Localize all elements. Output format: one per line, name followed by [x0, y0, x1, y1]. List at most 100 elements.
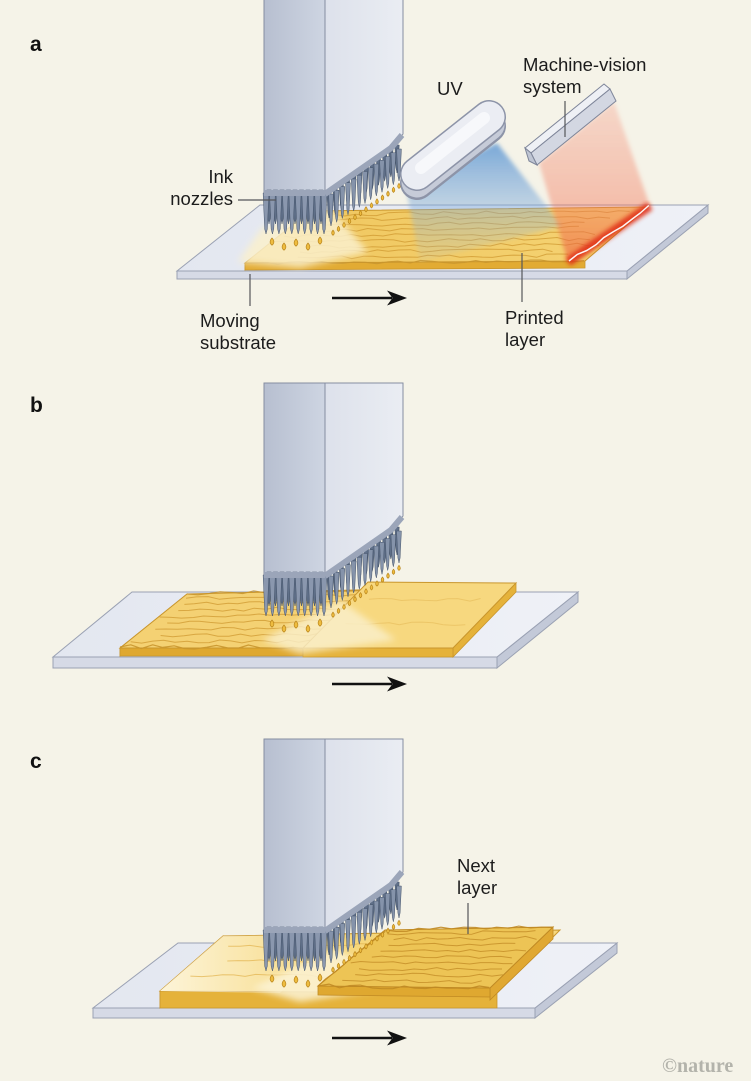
- texture-line: [380, 949, 527, 953]
- nozzle-pin: [379, 897, 385, 930]
- ink-droplet: [269, 619, 275, 628]
- ink-droplet: [364, 206, 368, 213]
- uv-lamp: [400, 100, 506, 200]
- ink-droplet: [331, 229, 335, 236]
- texture-line: [355, 972, 503, 978]
- ink-droplet: [347, 599, 352, 607]
- nozzle-pin: [396, 885, 402, 919]
- ink-droplet: [305, 979, 311, 988]
- ink-droplet: [353, 214, 357, 221]
- ink-droplet: [281, 979, 287, 988]
- print-head-b: [263, 382, 404, 579]
- ink-droplet: [375, 935, 379, 942]
- ink-droplet: [364, 588, 368, 595]
- next-layer-label-line1: Next: [457, 855, 495, 876]
- ink-droplet: [269, 974, 275, 983]
- arrow-head: [387, 676, 407, 692]
- nozzle-pin: [373, 900, 379, 934]
- ink-droplet: [386, 927, 390, 934]
- nozzle-pin: [351, 560, 357, 594]
- texture-line: [368, 598, 481, 602]
- ink-nozzles-label-line2: nozzles: [170, 188, 233, 209]
- nozzle-pin: [362, 908, 368, 941]
- print-head-c: [263, 738, 404, 934]
- moving-substrate-label-line1: Moving: [200, 310, 260, 331]
- ink-droplet: [375, 580, 379, 587]
- ink-droplet: [293, 238, 299, 247]
- nozzle-pin: [356, 175, 362, 208]
- substrate-front-face: [52, 656, 498, 669]
- texture-line: [384, 925, 554, 933]
- ink-droplets-a: [269, 182, 401, 251]
- ink-droplet: [331, 611, 335, 618]
- ink-droplet: [336, 607, 341, 614]
- ink-droplet: [293, 620, 299, 629]
- machine-vision-bar: [524, 83, 617, 167]
- texture-line: [393, 935, 537, 942]
- ink-droplet: [369, 584, 374, 591]
- nature-watermark: ©nature: [662, 1055, 733, 1077]
- ink-droplet: [331, 966, 335, 973]
- ink-droplet: [342, 221, 346, 228]
- machine-vision-label-line1: Machine-vision: [523, 54, 646, 75]
- nozzle-pin: [390, 534, 396, 567]
- moving-substrate-label-line2: substrate: [200, 332, 276, 353]
- nozzle-pin: [351, 178, 357, 212]
- ink-droplet: [364, 943, 368, 950]
- print-head-left-face: [263, 382, 326, 579]
- ink-droplet: [342, 603, 346, 610]
- nozzle-pin: [339, 568, 345, 601]
- substrate-front-face: [92, 1007, 536, 1019]
- ink-droplet: [391, 568, 396, 575]
- ink-droplet: [358, 210, 363, 217]
- next-layer-label-line2: layer: [457, 877, 497, 898]
- nozzle-plate-b: [264, 515, 405, 579]
- ink-droplet: [269, 237, 275, 246]
- nozzle-pin: [334, 572, 340, 605]
- substrate-front-face: [176, 270, 628, 280]
- ink-droplet: [336, 962, 341, 969]
- nozzle-pin: [328, 575, 334, 609]
- ink-droplet: [281, 624, 287, 633]
- nozzle-pin: [328, 193, 334, 227]
- nozzle-pin: [396, 530, 402, 564]
- nozzle-pin: [368, 549, 374, 582]
- next-layer-texture: [342, 930, 537, 984]
- panel-b: b: [30, 382, 580, 692]
- ink-droplet: [397, 919, 401, 926]
- ink-droplet: [317, 973, 323, 982]
- next-layer-c: [316, 925, 555, 1001]
- ink-droplet: [380, 194, 385, 201]
- texture-line: [317, 983, 490, 990]
- nozzle-pin: [356, 557, 362, 590]
- print-head-a: [263, 0, 404, 197]
- nozzle-pin: [385, 156, 391, 189]
- ink-droplet: [336, 225, 341, 232]
- ink-droplet: [380, 931, 385, 938]
- texture-line: [184, 600, 357, 605]
- texture-line: [388, 942, 516, 947]
- arrow-head: [387, 290, 407, 306]
- texture-line: [568, 204, 650, 262]
- nozzle-pin: [385, 538, 391, 571]
- texture-line: [387, 930, 536, 936]
- ink-droplet: [391, 923, 396, 930]
- ink-droplet: [386, 572, 390, 579]
- panel-a-letter: a: [30, 33, 42, 56]
- ink-droplet: [317, 618, 323, 627]
- wet-ink-glow: [262, 600, 396, 654]
- nozzle-pin: [368, 167, 374, 200]
- ink-droplets-b: [269, 564, 401, 633]
- nozzle-pin: [339, 923, 345, 956]
- nozzle-pin: [345, 919, 351, 952]
- panel-b-letter: b: [30, 394, 43, 417]
- texture-line: [371, 955, 512, 959]
- vision-bar-end-face: [524, 146, 539, 167]
- nozzle-pin: [334, 927, 340, 960]
- ink-droplet: [293, 975, 299, 984]
- nozzle-plate-a: [264, 133, 405, 197]
- texture-line: [358, 967, 502, 971]
- nozzle-pin: [351, 915, 357, 949]
- arrow-head: [387, 1030, 407, 1046]
